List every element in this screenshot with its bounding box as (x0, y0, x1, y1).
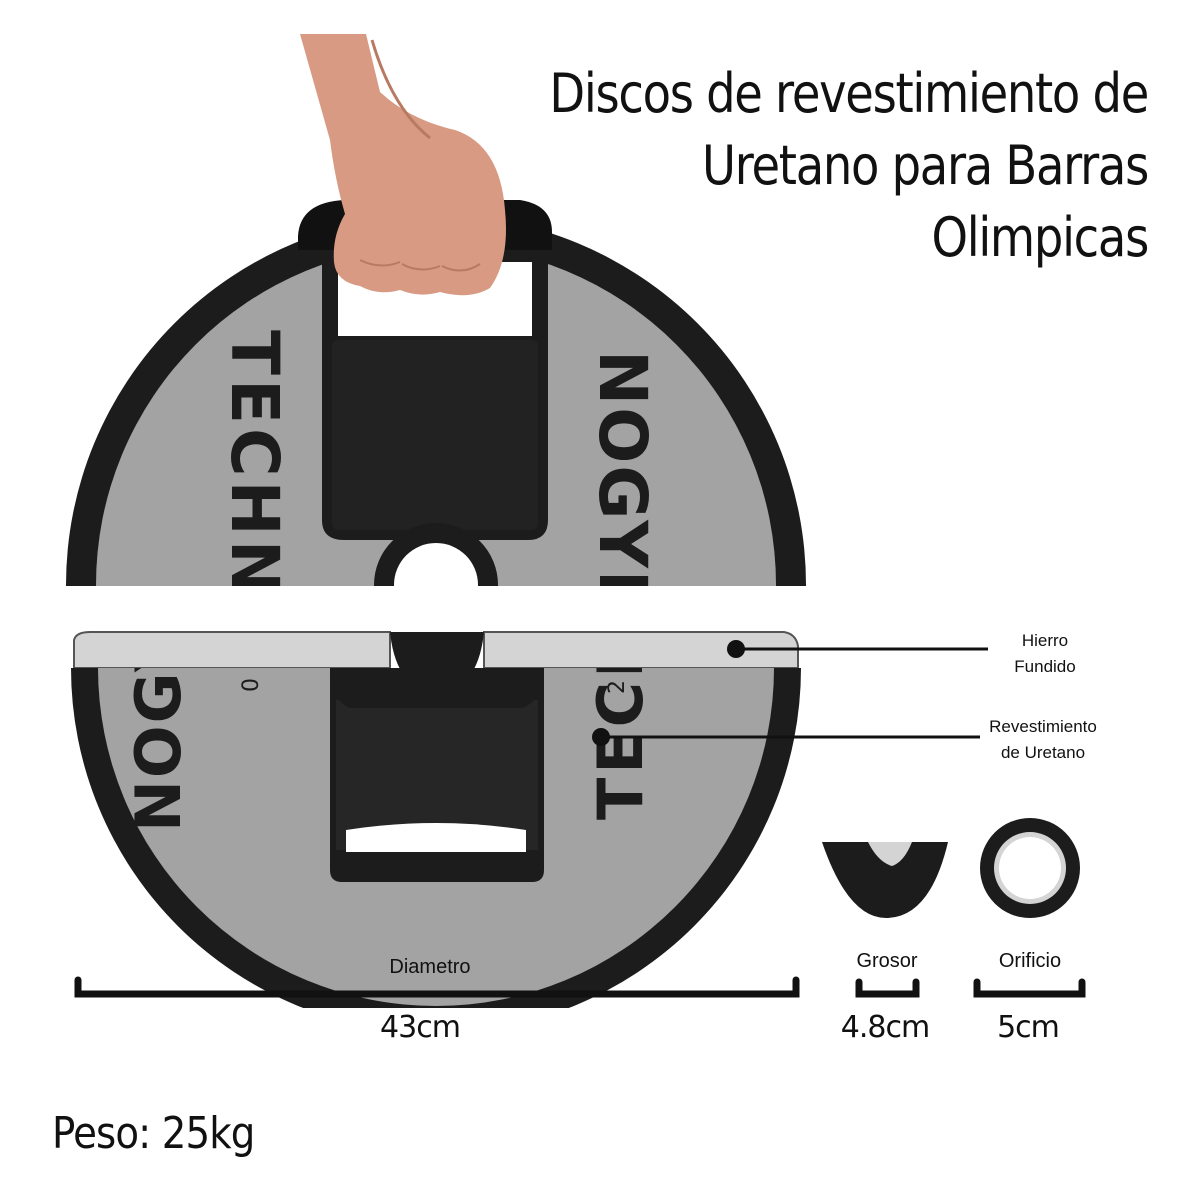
plate-front-view: TECHN NOGYM (66, 200, 806, 638)
hole-value: 5cm (997, 1010, 1060, 1045)
thickness-value: 4.8cm (840, 1010, 930, 1045)
thickness-label: Grosor (856, 950, 918, 972)
iron-callout-line2: Fundido (1014, 657, 1076, 676)
urethane-callout-label: Revestimiento de Uretano (968, 714, 1118, 766)
urethane-callout-line1: Revestimiento (989, 717, 1097, 736)
brand-text-bottom-left: NOGYM (122, 561, 195, 832)
iron-band-left (73, 631, 391, 669)
iron-callout-line1: Hierro (1021, 631, 1069, 650)
diameter-value: 43cm (380, 1010, 461, 1045)
brand-text-top-left: TECHN (216, 330, 293, 599)
diameter-bar (74, 976, 800, 998)
callout-urethane (592, 728, 980, 746)
hole-bar (973, 978, 1086, 998)
brand-text-top-right: NOGYM (584, 350, 661, 638)
title-line-2: Uretano para Barras (702, 134, 1149, 197)
hand-illustration (300, 34, 506, 296)
urethane-callout-line2: de Uretano (1000, 743, 1086, 762)
iron-callout-label: Hierro Fundido (990, 628, 1100, 680)
handle-recess (332, 340, 538, 530)
section-handle-opening (346, 823, 526, 852)
weight-label: Peso: 25kg (52, 1108, 255, 1159)
hand-skin (300, 34, 506, 296)
thickness-sample (822, 842, 948, 918)
page-title: Discos de revestimiento de Uretano para … (546, 58, 1149, 274)
hole-ring-sample (980, 818, 1080, 918)
title-line-1: Discos de revestimiento de (549, 62, 1149, 125)
digit-left: 0 (239, 678, 264, 692)
title-line-3: Olimpicas (931, 206, 1149, 269)
iron-band-right (483, 631, 799, 669)
digit-right: 2 (605, 680, 630, 694)
thickness-bar (855, 978, 920, 998)
hub-hole (394, 543, 478, 586)
hole-label: Orificio (998, 950, 1062, 972)
diameter-label: Diametro (389, 956, 471, 978)
callout-iron (727, 640, 988, 658)
plate-section-view: NOGYM TECHN 0 2 (71, 561, 801, 1008)
